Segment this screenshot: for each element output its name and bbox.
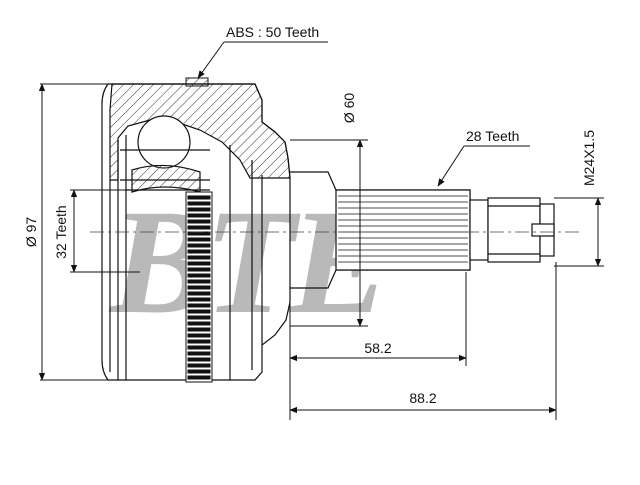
outer-spline-label: 28 Teeth xyxy=(466,128,519,144)
length-total-label: 88.2 xyxy=(409,390,436,406)
abs-tooth xyxy=(187,213,211,218)
abs-tooth xyxy=(187,309,211,314)
abs-tooth xyxy=(187,297,211,302)
abs-tooth xyxy=(187,225,211,230)
abs-tooth xyxy=(187,267,211,272)
dim-length-spline xyxy=(289,272,467,420)
abs-tooth xyxy=(187,291,211,296)
abs-tooth xyxy=(187,303,211,308)
abs-tooth xyxy=(187,315,211,320)
shaft-diameter-label: Ø 60 xyxy=(341,93,357,124)
abs-tooth xyxy=(187,285,211,290)
abs-tooth xyxy=(187,207,211,212)
abs-tooth xyxy=(187,261,211,266)
abs-tooth xyxy=(187,255,211,260)
abs-tooth xyxy=(187,195,211,200)
abs-tooth xyxy=(187,273,211,278)
abs-tooth xyxy=(187,369,211,374)
abs-tooth xyxy=(187,351,211,356)
abs-tooth xyxy=(187,237,211,242)
dim-outer-spline xyxy=(437,145,530,187)
dim-thread xyxy=(554,197,604,267)
abs-tooth xyxy=(187,231,211,236)
abs-tooth xyxy=(187,375,211,380)
abs-tooth xyxy=(187,333,211,338)
abs-tooth xyxy=(187,249,211,254)
abs-tooth xyxy=(187,363,211,368)
length-spline-label: 58.2 xyxy=(364,340,391,356)
abs-tooth xyxy=(187,357,211,362)
inner-race xyxy=(120,115,210,193)
joint-housing xyxy=(101,83,291,381)
dim-shaft-diameter xyxy=(290,139,368,327)
abs-label: ABS : 50 Teeth xyxy=(226,24,319,40)
outer-diameter-label: Ø 97 xyxy=(23,217,39,248)
abs-tooth xyxy=(187,327,211,332)
abs-tooth xyxy=(187,321,211,326)
dim-length-total xyxy=(289,262,557,420)
dim-abs xyxy=(185,41,328,87)
abs-tooth xyxy=(187,219,211,224)
dim-outer-diameter xyxy=(38,83,108,381)
abs-tooth xyxy=(187,243,211,248)
abs-tooth xyxy=(187,279,211,284)
inner-spline-label: 32 Teeth xyxy=(53,205,69,258)
dim-inner-spline xyxy=(70,189,210,273)
abs-ring xyxy=(185,191,213,383)
thread-label: M24X1.5 xyxy=(581,130,597,186)
abs-tooth xyxy=(187,345,211,350)
abs-tooth xyxy=(187,339,211,344)
abs-tooth xyxy=(187,201,211,206)
